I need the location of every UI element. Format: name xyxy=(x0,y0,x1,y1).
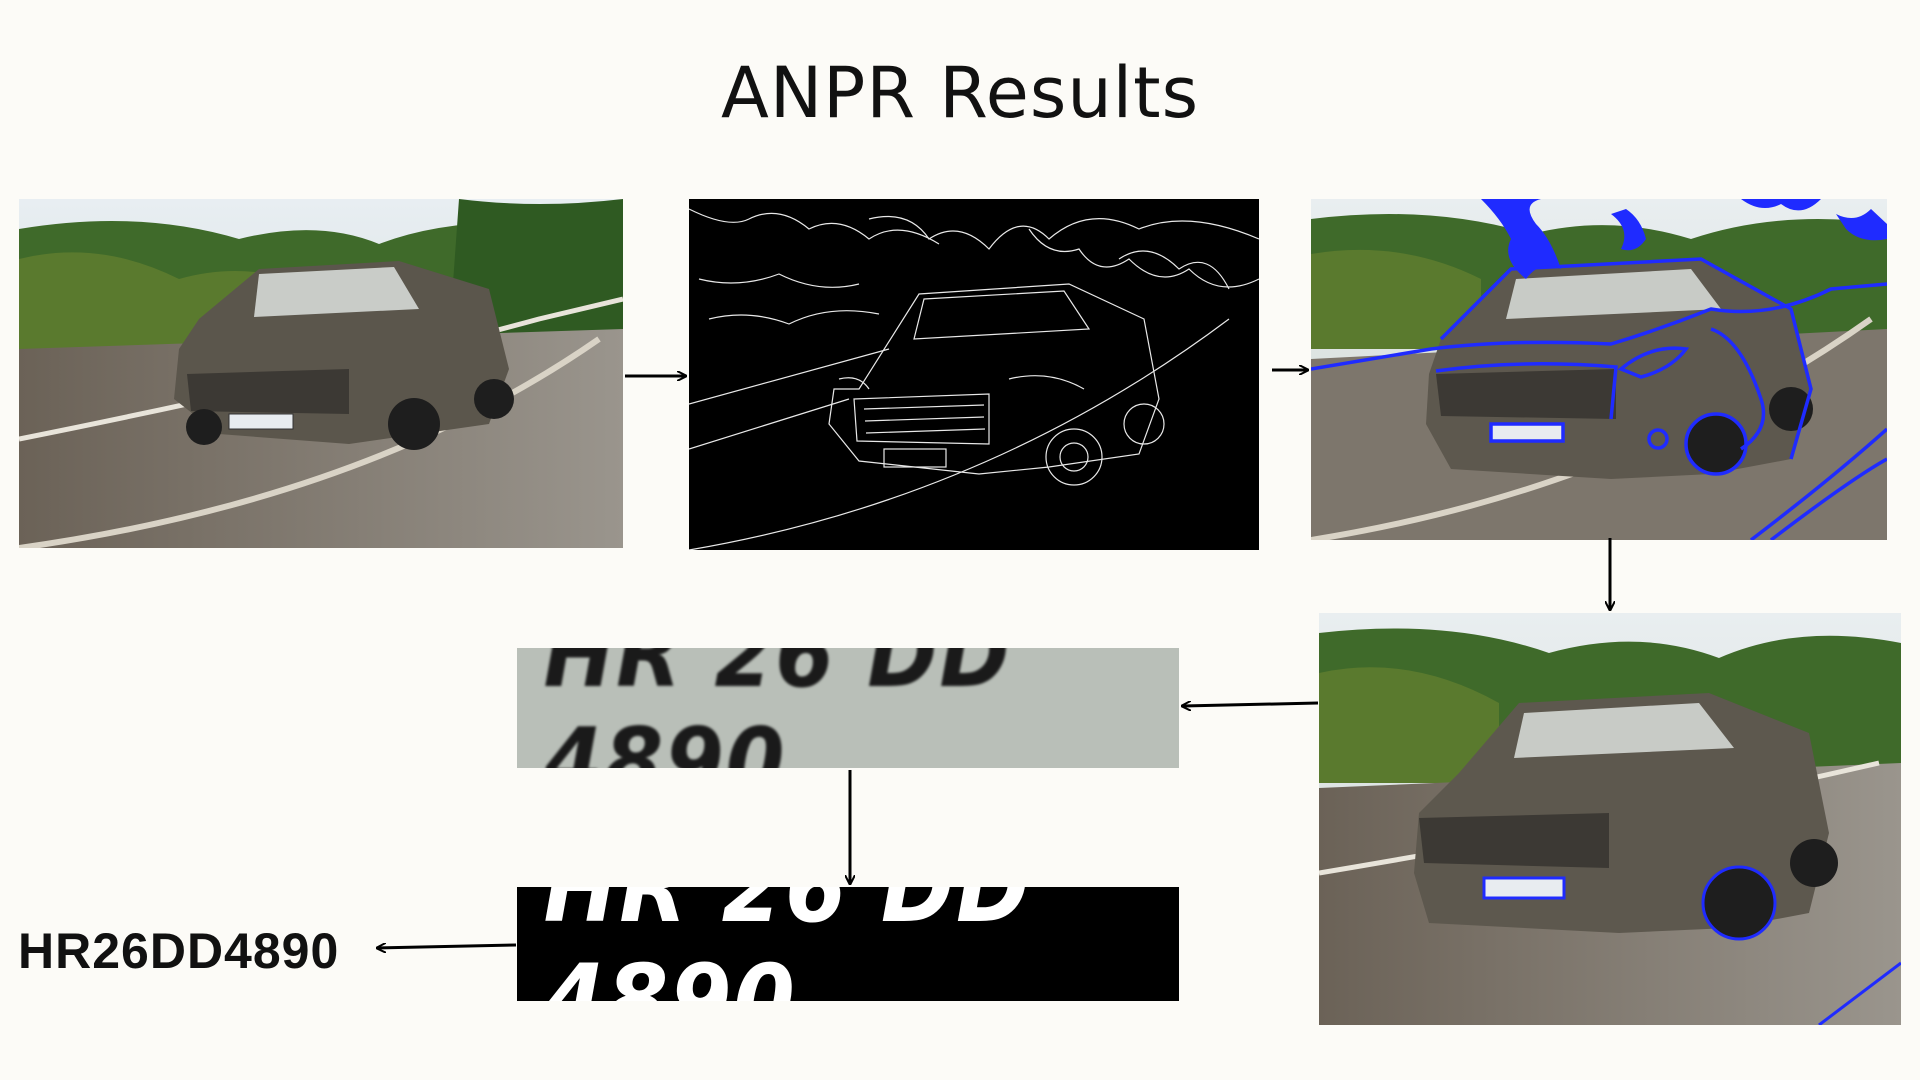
edge-detection-image xyxy=(689,199,1259,550)
binarized-plate-text: HR 26 DD 4890 xyxy=(543,887,1032,1001)
page-title: ANPR Results xyxy=(720,52,1200,134)
binarized-plate-image: HR 26 DD 4890 xyxy=(517,887,1179,1001)
arrow-crop xyxy=(1183,703,1319,706)
ocr-result-text: HR26DD4890 xyxy=(18,923,340,979)
cropped-plate-image: HR 26 DD 4890 xyxy=(517,648,1179,768)
arrow-ocr xyxy=(378,945,517,948)
plate-localized-image xyxy=(1319,613,1901,1025)
contour-overlay-image xyxy=(1311,199,1887,540)
original-car-image xyxy=(19,199,623,548)
cropped-plate-text: HR 26 DD 4890 xyxy=(543,648,1012,768)
